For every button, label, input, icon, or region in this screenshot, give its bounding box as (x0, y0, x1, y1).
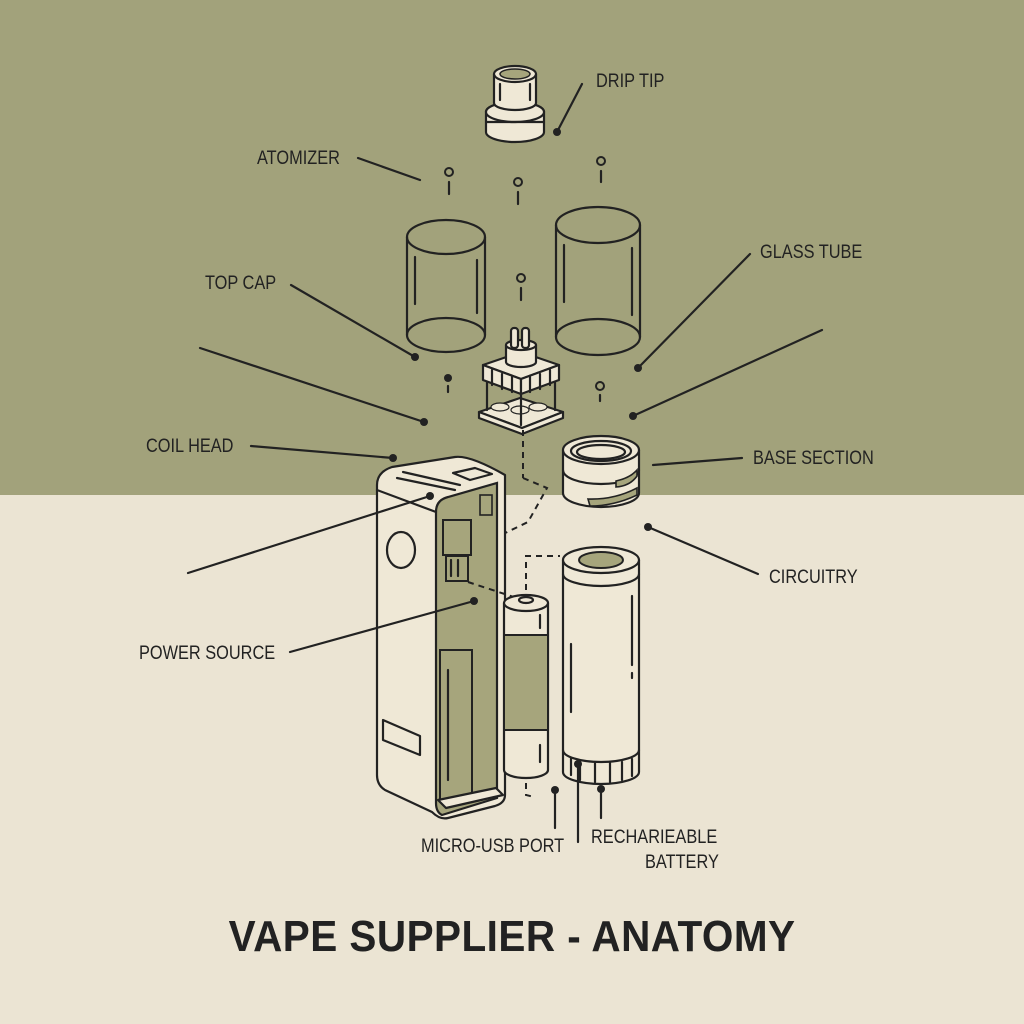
aa-battery (502, 555, 560, 798)
glass-tube-left (405, 218, 487, 354)
label-rechargeable-battery-line1: RECHARIEABLE (591, 827, 718, 848)
label-circuitry: CIRCUITRY (769, 567, 858, 588)
label-atomizer: ATOMIZER (257, 148, 340, 169)
label-power-source: POWER SOURCE (139, 643, 276, 664)
base-section-ring (561, 434, 641, 509)
page-title: VAPE SUPPLIER - ANATOMY (0, 912, 1024, 962)
mod-body (375, 455, 524, 820)
label-drip-tip: DRIP TIP (596, 71, 665, 92)
glass-tube-right (554, 205, 642, 357)
label-coil-head: COIL HEAD (146, 436, 234, 457)
drip-tip (484, 64, 546, 144)
label-glass-tube: GLASS TUBE (760, 242, 863, 263)
label-top-cap: TOP CAP (205, 273, 277, 294)
rechargeable-battery-cell (561, 545, 641, 786)
page-title-text: VAPE SUPPLIER - ANATOMY (228, 912, 796, 961)
coil-head-assembly (473, 326, 565, 549)
pin-markers (444, 156, 606, 403)
leader-lines (186, 82, 824, 844)
label-rechargeable-battery-line2: BATTERY (645, 852, 719, 873)
label-micro-usb-port: MICRO-USB PORT (421, 836, 565, 857)
label-base-section: BASE SECTION (753, 448, 874, 469)
